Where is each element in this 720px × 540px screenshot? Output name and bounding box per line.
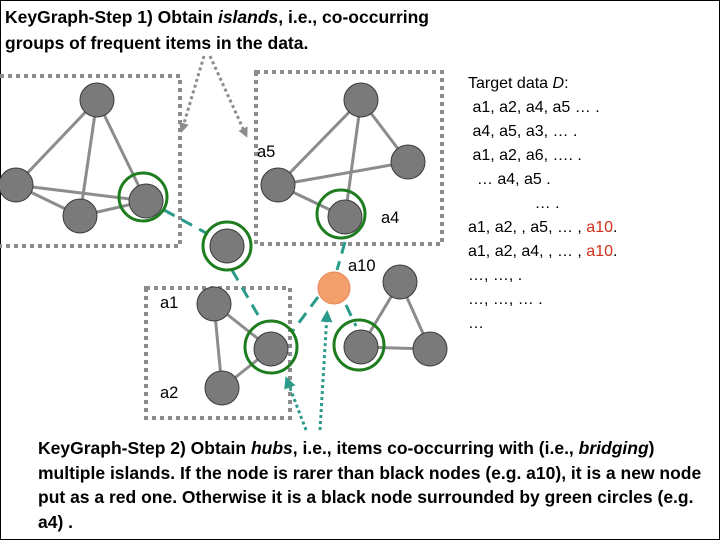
island-box-left: [0, 74, 182, 248]
td-text: a1, a2, a4, , … ,: [468, 243, 587, 260]
step2-p3: ) multiple islands. If the node is rarer…: [38, 438, 702, 532]
target-data-line-red: a1, a2, , a5, … , a10.: [468, 216, 617, 240]
target-data-heading: Target data D:: [468, 72, 569, 96]
bridge-edge: [230, 269, 264, 323]
td-red-a10: a10: [586, 243, 613, 260]
node: [209, 228, 245, 264]
step1-emph: islands: [217, 7, 279, 27]
target-data-line: …, …, … .: [468, 291, 543, 308]
td-end: .: [613, 219, 618, 236]
edge: [277, 160, 409, 187]
node: [253, 331, 289, 367]
node: [260, 167, 296, 203]
target-data-line: a4, a5, a3, … .: [468, 123, 578, 140]
node: [382, 264, 418, 300]
target-data-line: … .: [468, 195, 560, 212]
node: [0, 167, 34, 203]
target-heading-var: D: [552, 75, 565, 92]
title-pointer-left: [179, 55, 206, 133]
step2-e1: hubs: [250, 438, 293, 458]
label-a2: a2: [160, 384, 179, 402]
island-box-top: [254, 70, 444, 246]
label-a1: a1: [160, 294, 179, 312]
target-heading-colon: :: [564, 75, 569, 92]
node-a4: [327, 199, 363, 235]
node: [390, 144, 426, 180]
target-heading-text: Target data: [468, 75, 553, 92]
td-text: a1, a2, , a5, … ,: [468, 219, 587, 236]
target-data-line: a1, a2, a4, a5 … .: [468, 99, 600, 116]
label-a5: a5: [257, 143, 276, 161]
step2-e2: bridging: [578, 438, 649, 458]
node-a1: [196, 286, 232, 322]
bridge-edge: [344, 304, 358, 327]
bridge-edge: [290, 296, 320, 333]
hub-ring: [117, 171, 169, 223]
td-red-a10: a10: [586, 219, 613, 236]
node-a2: [204, 370, 240, 406]
edge: [343, 99, 363, 218]
target-data-line: …: [468, 315, 484, 332]
step2-p2: , i.e., items co-occurring with (i.e.,: [292, 438, 579, 458]
step1-title: KeyGraph-Step 1) Obtain islands, i.e., c…: [5, 4, 475, 56]
edge: [276, 98, 363, 187]
label-a10: a10: [348, 257, 376, 275]
bridge-edge: [335, 241, 347, 271]
target-data-line: … a4, a5 .: [468, 171, 551, 188]
title-pointer-right: [208, 55, 248, 138]
target-data-line: a1, a2, a6, …. .: [468, 147, 582, 164]
hub-ring: [201, 220, 253, 272]
edge: [15, 183, 147, 203]
node: [62, 198, 98, 234]
caption-pointer-right: [318, 310, 333, 431]
bridge-edge: [163, 208, 209, 236]
caption-pointer-left: [284, 376, 308, 431]
target-data-line: …, …, .: [468, 267, 523, 284]
edge: [14, 98, 99, 187]
hub-ring: [315, 188, 367, 240]
hub-ring: [243, 319, 299, 375]
node: [128, 183, 164, 219]
td-end: .: [613, 243, 618, 260]
step1-suffix: , i.e., co-occurring groups of frequent …: [5, 7, 429, 53]
step1-prefix: KeyGraph-Step 1) Obtain: [5, 7, 218, 27]
label-a4: a4: [381, 209, 400, 227]
step2-p1: KeyGraph-Step 2) Obtain: [38, 438, 251, 458]
node: [343, 329, 379, 365]
edge: [95, 99, 148, 202]
node: [412, 331, 448, 367]
node: [79, 82, 115, 118]
hub-ring: [332, 318, 386, 372]
target-data-line-red: a1, a2, a4, , … , a10.: [468, 240, 617, 264]
step2-caption: KeyGraph-Step 2) Obtain hubs, i.e., item…: [38, 436, 708, 534]
node: [343, 82, 379, 118]
node-a10-red: [317, 271, 351, 305]
edge: [78, 99, 99, 217]
